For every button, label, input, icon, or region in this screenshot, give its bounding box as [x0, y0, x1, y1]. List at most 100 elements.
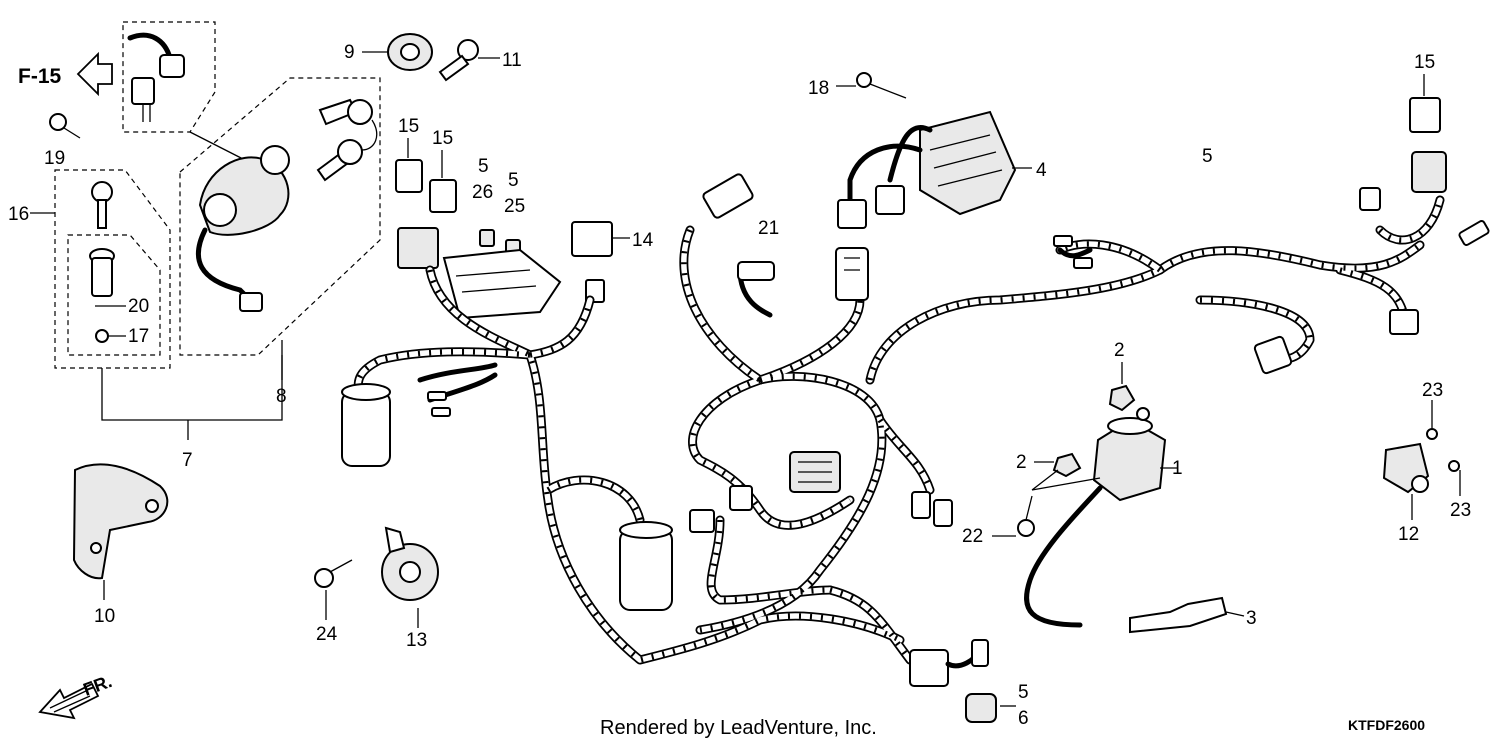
- bolt-24[interactable]: [314, 559, 353, 620]
- harness-segment: [1377, 197, 1443, 243]
- diagram-code: KTFDF2600: [1348, 717, 1425, 733]
- harness-segment: [755, 295, 865, 385]
- callout-23-upper: 23: [1422, 380, 1443, 401]
- harness-segment: [706, 515, 835, 605]
- ignition-switch[interactable]: [195, 145, 290, 312]
- callout-19: 19: [44, 148, 65, 169]
- reference-code-label: F-15: [18, 65, 62, 88]
- coupler-lower[interactable]: [909, 639, 989, 687]
- harness-segment: [546, 477, 643, 521]
- harness-segment: [757, 297, 863, 383]
- screw-23-lower[interactable]: [1448, 460, 1461, 496]
- callout-21: 21: [758, 218, 779, 239]
- grommet-9[interactable]: [362, 33, 433, 71]
- harness-segment: [681, 228, 762, 383]
- harness-connector-21[interactable]: [737, 261, 775, 318]
- harness-segment: [1339, 267, 1408, 321]
- callout-4: 4: [1036, 160, 1047, 181]
- callout-labels: 1 2 2 3 4 5 5 5 5 6 7 8 9 10 11 12 13 14…: [8, 42, 1471, 729]
- callout-1: 1: [1172, 458, 1183, 479]
- reference-arrow-icon: [76, 51, 113, 97]
- callout-2-lower: 2: [1016, 452, 1027, 473]
- harness-segment: [697, 373, 885, 633]
- ignition-switch-group: [30, 21, 381, 440]
- callout-24: 24: [316, 624, 338, 645]
- harness-segment: [877, 418, 933, 491]
- fuse-box[interactable]: [397, 227, 562, 320]
- regulator-rectifier[interactable]: [837, 110, 1032, 229]
- lead-pair[interactable]: [417, 362, 498, 417]
- harness-segment: [355, 348, 533, 398]
- key-pair[interactable]: [316, 98, 378, 182]
- nut-2-upper[interactable]: [1108, 362, 1136, 412]
- callout-12: 12: [1398, 524, 1419, 545]
- harness-segment: [681, 227, 763, 383]
- callout-15-mid: 15: [432, 128, 453, 149]
- callout-14: 14: [632, 230, 654, 251]
- capacitor-left[interactable]: [341, 383, 391, 467]
- bracket-10[interactable]: [72, 463, 169, 600]
- harness-segment: [427, 267, 903, 663]
- callout-25: 25: [504, 196, 525, 217]
- sensor-12[interactable]: [1382, 442, 1430, 520]
- harness-segment: [689, 377, 852, 529]
- key-blank-11[interactable]: [438, 39, 500, 82]
- callout-13: 13: [406, 630, 427, 651]
- horn-13[interactable]: [381, 526, 439, 628]
- lock-key[interactable]: [91, 181, 113, 229]
- callout-18: 18: [808, 78, 829, 99]
- relay-15-left[interactable]: [395, 138, 423, 193]
- harness-end-connector[interactable]: [1253, 187, 1490, 375]
- harness-segment: [759, 299, 863, 383]
- callout-20: 20: [128, 296, 149, 317]
- harness-segment: [1058, 241, 1162, 273]
- harness-segment: [708, 519, 831, 603]
- harness-connector-center[interactable]: [689, 451, 841, 533]
- callout-5-a: 5: [478, 156, 489, 177]
- harness-connector-top[interactable]: [702, 173, 754, 219]
- relay-15-right[interactable]: [1409, 74, 1447, 193]
- callout-26: 26: [472, 182, 493, 203]
- callout-6: 6: [1018, 708, 1029, 729]
- harness-coupler-right[interactable]: [911, 491, 953, 527]
- callout-10: 10: [94, 606, 115, 627]
- harness-connector-upper[interactable]: [835, 247, 869, 301]
- reference-arrow[interactable]: F-15: [18, 51, 113, 97]
- switch-subconnector[interactable]: [127, 32, 185, 122]
- harness-segment: [527, 297, 593, 358]
- bolt-18[interactable]: [836, 72, 907, 99]
- callout-22: 22: [962, 526, 983, 547]
- ignition-coil[interactable]: [1024, 407, 1167, 628]
- credit-text: Rendered by LeadVenture, Inc.: [600, 717, 877, 739]
- callout-2-upper: 2: [1114, 340, 1125, 361]
- callout-17: 17: [128, 326, 149, 347]
- lock-dashed-box: [54, 169, 171, 369]
- relay-15-mid[interactable]: [429, 150, 457, 213]
- bolt-22[interactable]: [992, 469, 1101, 537]
- lock-cylinder[interactable]: [89, 248, 115, 297]
- front-direction-arrow: FR.: [38, 671, 115, 720]
- callout-15-left: 15: [398, 116, 419, 137]
- harness-segment: [829, 587, 913, 662]
- callout-16: 16: [8, 204, 29, 225]
- subconnector-dashed-box: [122, 21, 216, 133]
- relay-14[interactable]: [571, 221, 630, 303]
- screw-23-upper[interactable]: [1426, 400, 1438, 440]
- nut-2-lower[interactable]: [1034, 452, 1082, 478]
- bolt-19[interactable]: [49, 113, 81, 139]
- fuse-26[interactable]: [479, 229, 495, 247]
- callout-15-right: 15: [1414, 52, 1435, 73]
- callout-23-lower: 23: [1450, 500, 1471, 521]
- callout-9: 9: [344, 42, 355, 63]
- capacitor-center[interactable]: [619, 521, 673, 611]
- callout-5-d: 5: [1018, 682, 1029, 703]
- callout-7: 7: [182, 450, 193, 471]
- callout-3: 3: [1246, 608, 1257, 629]
- spark-plug-cap[interactable]: [1129, 596, 1245, 634]
- callout-5-b: 5: [508, 170, 519, 191]
- lock-screw[interactable]: [95, 329, 109, 343]
- front-direction-label: FR.: [81, 671, 115, 700]
- harness-terminal-left[interactable]: [1053, 235, 1093, 269]
- grommet-6[interactable]: [965, 693, 1016, 723]
